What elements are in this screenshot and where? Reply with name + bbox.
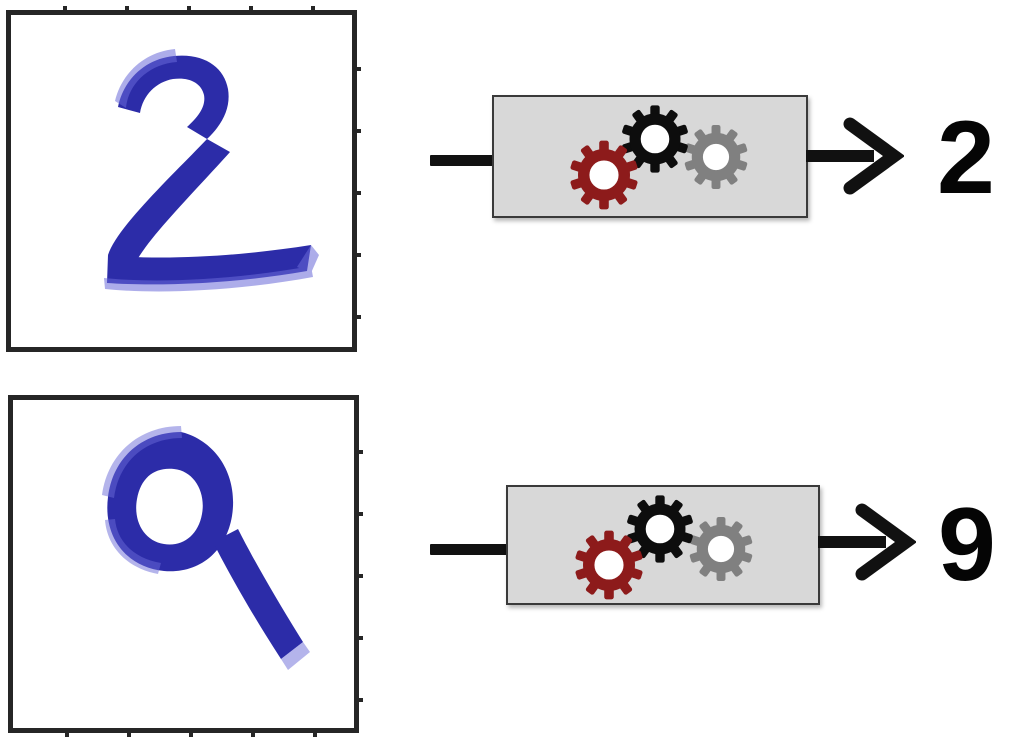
gear-gray [689,516,753,582]
axis-tick-right [352,191,361,195]
digit-image-panel-9 [8,395,363,737]
axis-tick-bottom [313,728,317,737]
gear-box-classifier [492,95,808,218]
gear-black [621,105,689,173]
digit-image-panel-2 [6,6,361,352]
gear-cluster [574,495,753,600]
axis-tick-top [63,6,67,15]
pipeline-row-bottom: 9 [0,369,1024,738]
axis-tick-right [354,574,363,578]
axis-tick-bottom [65,728,69,737]
axis-tick-right [352,129,361,133]
axis-tick-bottom [127,728,131,737]
digit-canvas-2 [11,15,352,347]
gear-cluster [569,105,748,210]
input-wire [430,544,510,555]
axis-tick-bottom [251,728,255,737]
axis-tick-right [354,512,363,516]
axis-tick-right [354,636,363,640]
output-arrow [818,503,916,581]
axis-tick-top [249,6,253,15]
axis-tick-right [354,450,363,454]
handwritten-digit-2-glyph [104,49,319,292]
input-wire [430,155,498,166]
gear-gray [684,124,748,190]
axis-tick-top [311,6,315,15]
output-arrow [806,117,904,195]
gear-red [569,140,639,210]
digit-canvas-9 [13,400,354,728]
predicted-digit-label: 9 [938,487,996,603]
gear-box-classifier [506,485,820,605]
axis-tick-bottom [189,728,193,737]
axis-tick-right [352,253,361,257]
gear-red [574,530,644,600]
handwritten-digit-9-glyph [102,426,310,670]
axis-tick-top [187,6,191,15]
axis-tick-right [354,698,363,702]
axis-tick-right [352,67,361,71]
pipeline-row-top: 2 [6,6,995,352]
axis-tick-top [125,6,129,15]
gear-black [626,495,694,563]
axis-tick-right [352,315,361,319]
predicted-digit-label: 2 [937,100,995,216]
